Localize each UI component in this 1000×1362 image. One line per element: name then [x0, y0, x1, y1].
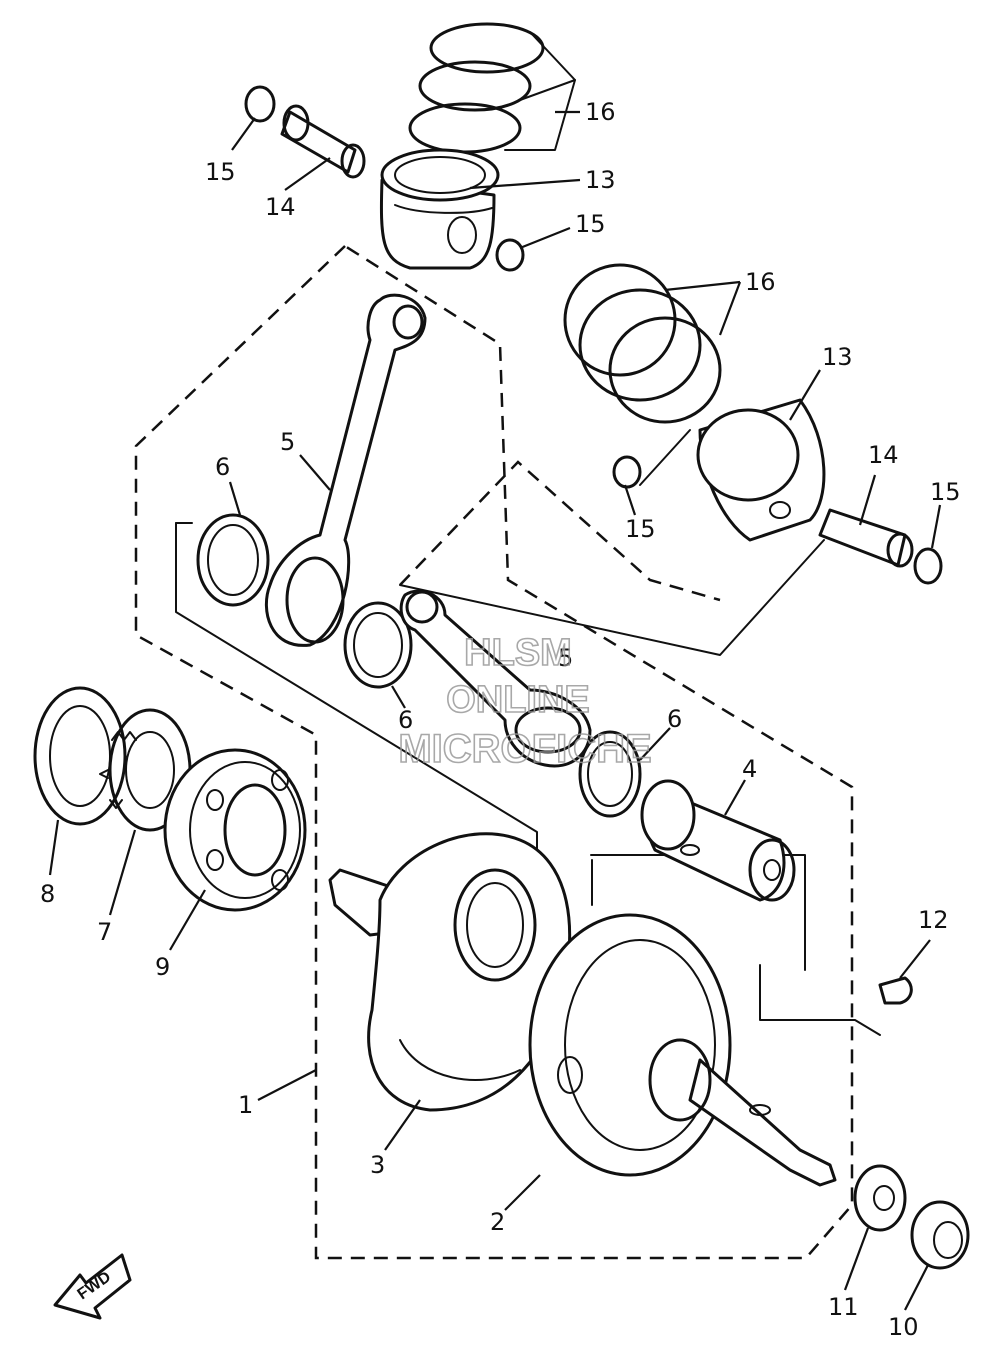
part-numbers: 15 14 16 13 15 16 13 14 15 15 6 5 5 6 6 …	[40, 98, 961, 1341]
thrust-washer-right	[578, 730, 642, 818]
piston-upper	[379, 148, 500, 270]
watermark-line2: ONLINE	[446, 679, 590, 721]
connecting-rod-right	[399, 589, 592, 768]
nut	[910, 1200, 970, 1270]
connecting-rod-left	[264, 293, 427, 647]
label-4: 4	[742, 755, 757, 783]
label-7: 7	[97, 918, 112, 946]
label-14: 14	[868, 441, 899, 469]
label-6: 6	[215, 453, 230, 481]
piston-right	[696, 398, 826, 542]
thrust-washer-left	[196, 513, 270, 607]
label-1: 1	[238, 1091, 253, 1119]
label-14: 14	[265, 193, 296, 221]
washer	[853, 1164, 907, 1232]
label-9: 9	[155, 953, 170, 981]
watermark: HLSM ONLINE MICROFICHE	[398, 631, 653, 772]
fwd-arrow-icon: FWD	[53, 1253, 132, 1320]
piston-pin-upper	[280, 104, 366, 179]
label-3: 3	[370, 1151, 385, 1179]
label-10: 10	[888, 1313, 919, 1341]
piston-rings-right	[563, 263, 722, 424]
label-5: 5	[280, 428, 295, 456]
piston-pin-right	[818, 508, 914, 568]
label-2: 2	[490, 1208, 505, 1236]
main-bearing	[163, 748, 307, 912]
crankshaft-right	[528, 913, 837, 1187]
label-11: 11	[828, 1293, 859, 1321]
label-8: 8	[40, 880, 55, 908]
label-15: 15	[575, 210, 606, 238]
label-13: 13	[822, 343, 853, 371]
circlip-right-left	[612, 455, 642, 489]
label-15: 15	[205, 158, 236, 186]
circlip-right-far	[913, 547, 943, 585]
thrust-washer-center	[343, 601, 413, 689]
label-12: 12	[918, 906, 949, 934]
watermark-line3: MICROFICHE	[398, 727, 651, 771]
label-15: 15	[625, 515, 656, 543]
leader-lines	[48, 110, 942, 1311]
circlip-upper-right	[495, 238, 525, 272]
label-15: 15	[930, 478, 961, 506]
crank-pin	[640, 779, 796, 902]
bracket-lines	[175, 429, 881, 1036]
watermark-line1: HLSM	[464, 632, 572, 674]
circlip-upper-left	[244, 85, 276, 123]
woodruff-key	[878, 976, 913, 1005]
label-16: 16	[585, 98, 616, 126]
assembly-boundary	[134, 244, 854, 1260]
label-6: 6	[667, 705, 682, 733]
label-6: 6	[398, 706, 413, 734]
label-5: 5	[558, 644, 573, 672]
piston-rings-upper	[408, 22, 576, 154]
label-16: 16	[745, 268, 776, 296]
label-13: 13	[585, 166, 616, 194]
